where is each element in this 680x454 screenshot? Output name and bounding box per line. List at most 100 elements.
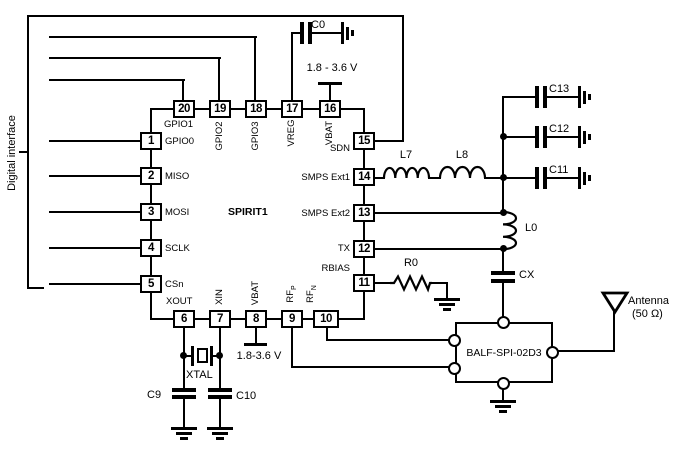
wire-gpio3 [49, 36, 257, 38]
wire-rfn [326, 339, 449, 341]
crystal-xtal-label: XTAL [186, 369, 213, 381]
pin-16-label: VBAT [324, 120, 335, 146]
capacitor-c10-label: C10 [236, 390, 257, 402]
pin-1-label: GPIO0 [165, 136, 195, 147]
pin-8: 8 [245, 310, 267, 328]
wire-c11-gnd [547, 177, 578, 179]
capacitor-c13-label: C13 [549, 83, 570, 95]
wire-sclk [49, 247, 141, 249]
capacitor-c0-label: C0 [311, 19, 326, 31]
wire-gpio1 [49, 79, 185, 81]
capacitor-cx-label: CX [519, 269, 535, 281]
supply-top-stem [329, 84, 331, 101]
pin-17-label: VREG [286, 119, 297, 147]
pin-12-label: TX [337, 243, 350, 254]
wire-c12-gnd [547, 136, 578, 138]
pin-14-label: SMPS Ext1 [301, 172, 350, 183]
pin-5-label: CSn [165, 279, 184, 290]
pin-6: 6 [173, 310, 195, 328]
wire-c11 [502, 177, 535, 179]
wire-csn [49, 283, 141, 285]
ground-icon [206, 427, 234, 440]
capacitor-cx-icon [491, 271, 515, 275]
resistor-r0-icon [390, 273, 432, 293]
pin-9: 9 [281, 310, 303, 328]
pin-5: 5 [140, 275, 162, 293]
wire-gpio3 [254, 36, 256, 102]
junction-dot [500, 133, 507, 140]
wire-c12 [502, 136, 535, 138]
pin-18: 18 [245, 100, 267, 118]
inductor-l7-icon [382, 166, 431, 179]
inductor-l0-label: L0 [525, 222, 538, 234]
wire-rfp [291, 366, 449, 368]
wire-c13 [502, 96, 535, 98]
ground-icon [341, 21, 354, 45]
wire-r0-gnd [446, 282, 448, 299]
pin-16: 16 [319, 100, 341, 118]
pin-20: 20 [173, 100, 195, 118]
ground-icon [578, 125, 591, 149]
wire-rbias [430, 282, 448, 284]
pin-1: 1 [140, 132, 162, 150]
capacitor-c11-icon [543, 167, 547, 189]
junction-dot [216, 352, 223, 359]
wire-rfn [326, 328, 328, 341]
ground-icon [578, 85, 591, 109]
supply-bar-icon [318, 82, 342, 85]
wire-c9-gnd [183, 398, 185, 427]
wire-antenna [558, 350, 615, 352]
wire-cx [502, 248, 504, 272]
pin-2: 2 [140, 167, 162, 185]
chip-name: SPIRIT1 [228, 206, 268, 218]
wire-smps2 [375, 212, 502, 214]
wire-sdn [375, 140, 404, 142]
capacitor-c0-icon [308, 22, 312, 44]
pin-9-label: RFP [285, 285, 298, 303]
pin-10-label: RFN [305, 285, 318, 303]
pin-4-label: SCLK [165, 243, 190, 254]
balun-label: BALF-SPI-02D3 [466, 346, 542, 359]
pin-4: 4 [140, 239, 162, 257]
junction-dot [500, 174, 507, 181]
capacitor-c11-label: C11 [549, 164, 569, 176]
wire-tx [375, 248, 502, 250]
ground-icon [578, 166, 591, 190]
capacitor-c13-icon [535, 86, 539, 108]
wire-miso [49, 175, 141, 177]
wire-vreg [291, 33, 293, 101]
antenna-impedance-label: (50 Ω) [632, 308, 663, 320]
pin-14: 14 [353, 168, 375, 186]
ground-icon [489, 400, 517, 413]
pin-10: 10 [313, 310, 339, 328]
capacitor-cx-icon [491, 279, 515, 283]
capacitor-c0-icon [300, 22, 304, 44]
supply-bottom-label: 1.8-3.6 V [236, 350, 282, 362]
capacitor-c12-icon [535, 126, 539, 148]
bracket-line [19, 151, 27, 153]
wire-sdn [27, 15, 404, 17]
balun-terminal [448, 362, 461, 375]
inductor-l8-icon [438, 165, 487, 179]
smps-node [502, 96, 504, 214]
balun-terminal [448, 334, 461, 347]
pin-13: 13 [353, 204, 375, 222]
pin-17: 17 [281, 100, 303, 118]
capacitor-c10-icon [208, 388, 232, 392]
pin-19-label: GPIO2 [214, 121, 225, 151]
supply-top-label: 1.8 - 3.6 V [306, 62, 358, 74]
capacitor-c9-label: C9 [147, 389, 162, 401]
junction-dot [500, 245, 507, 252]
pin-3: 3 [140, 203, 162, 221]
pin-13-label: SMPS Ext2 [301, 208, 350, 219]
crystal-xtal-icon [191, 346, 194, 366]
capacitor-c9-icon [172, 388, 196, 392]
wire-gpio2 [218, 57, 220, 102]
balun-box: BALF-SPI-02D3 [455, 322, 553, 383]
supply-bar-icon [244, 343, 267, 346]
balun-terminal [546, 346, 559, 359]
wire-cx [502, 283, 504, 317]
antenna-label: Antenna [628, 295, 669, 307]
wire-vreg [291, 32, 301, 34]
capacitor-c13-icon [543, 86, 547, 108]
